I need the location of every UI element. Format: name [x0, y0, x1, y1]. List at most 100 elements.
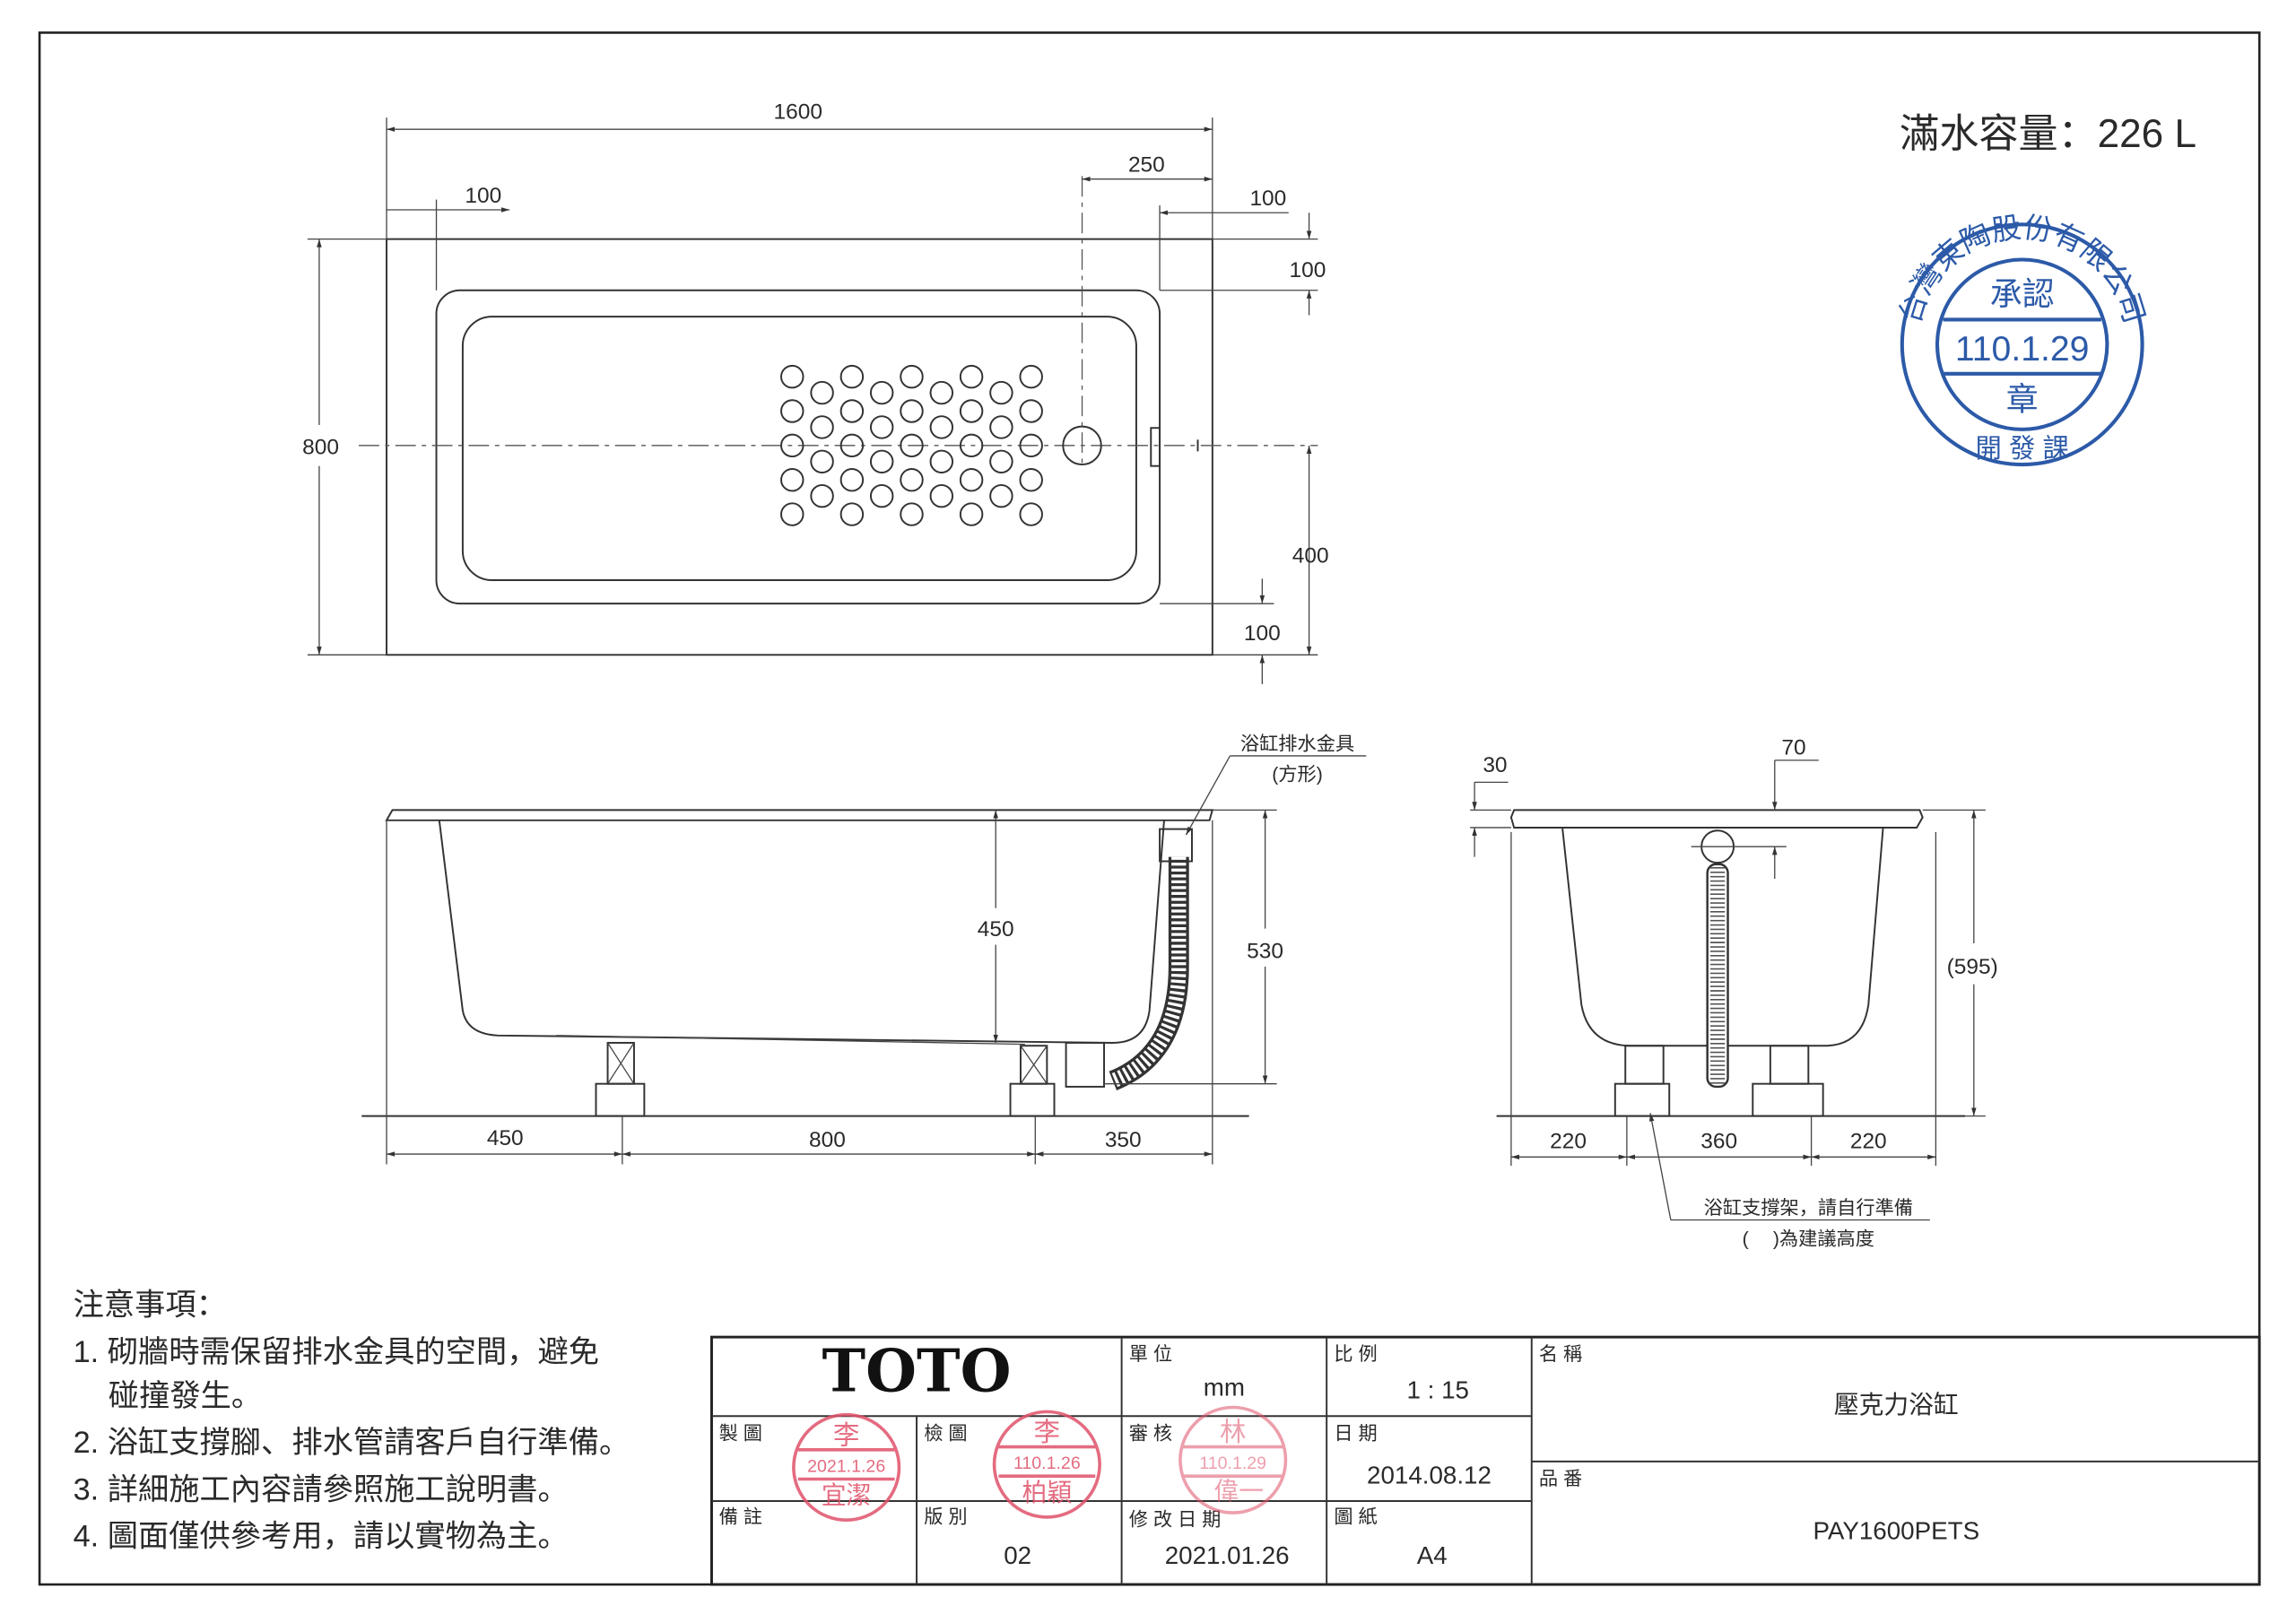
dim-right-offset: 100 [1249, 187, 1286, 211]
anti-slip-dot [1019, 364, 1043, 389]
svg-text:110.1.29: 110.1.29 [1955, 330, 2090, 369]
anti-slip-dot [780, 502, 804, 526]
anti-slip-dot [869, 449, 894, 474]
notes: 注意事項： 1. 砌牆時需保留排水金具的空間，避免 碰撞發生。 2. 浴缸支撐腳… [74, 1289, 631, 1554]
anti-slip-dot [900, 399, 924, 423]
dim-end-middle: 360 [1700, 1130, 1737, 1154]
note-2: 2. 浴缸支撐腳、排水管請客戶自行準備。 [74, 1426, 631, 1460]
svg-text:110.1.26: 110.1.26 [1013, 1454, 1081, 1473]
anti-slip-dot [1019, 467, 1043, 492]
svg-text:開 發 課: 開 發 課 [1975, 434, 2068, 464]
anti-slip-dot [959, 467, 984, 492]
remarks-label: 備 註 [719, 1506, 762, 1527]
drain-fitting-label: 浴缸排水金具 [1240, 733, 1354, 754]
drawn-label: 製 圖 [719, 1422, 762, 1444]
approval-stamp: 台灣東陶股份有限公司 承認 110.1.29 章 開 發 課 [1892, 210, 2152, 467]
dim-side-middle: 800 [809, 1128, 846, 1152]
unit-label: 單 位 [1129, 1343, 1172, 1365]
anti-slip-dot [929, 449, 954, 474]
scale-label: 比 例 [1334, 1343, 1377, 1365]
anti-slip-dot [869, 380, 894, 405]
drain-fitting-sublabel: (方形) [1272, 764, 1323, 785]
anti-slip-dot [959, 433, 984, 458]
dim-depth: 450 [978, 917, 1014, 942]
part-number: PAY1600PETS [1813, 1516, 1979, 1544]
version-value: 02 [1004, 1541, 1031, 1569]
dim-top-offset: 100 [1290, 258, 1326, 282]
anti-slip-dot [780, 467, 804, 492]
dim-side-right: 350 [1105, 1128, 1142, 1152]
support-label: 浴缸支撐架，請自行準備 [1704, 1197, 1913, 1219]
anti-slip-dot [839, 502, 865, 526]
anti-slip-dot [900, 433, 924, 458]
checked-label: 檢 圖 [924, 1422, 967, 1444]
title-block: TOTO 單 位 mm 比 例 1 : 15 名 稱 壓克力浴缸 製 圖 檢 圖… [709, 1335, 2261, 1586]
dim-drain-height: 70 [1781, 735, 1805, 759]
unit-value: mm [1204, 1373, 1245, 1401]
anti-slip-dot [929, 380, 954, 405]
anti-slip-dot [839, 399, 865, 423]
scale-value: 1 : 15 [1407, 1376, 1469, 1404]
anti-slip-dots [780, 364, 1043, 526]
dim-half-width: 400 [1292, 543, 1329, 568]
anti-slip-dot [869, 415, 894, 439]
svg-text:宜潔: 宜潔 [822, 1481, 872, 1509]
paper-label: 圖 紙 [1334, 1506, 1377, 1527]
anti-slip-dot [780, 433, 804, 458]
part-label: 品 番 [1539, 1468, 1582, 1489]
anti-slip-dot [989, 449, 1013, 474]
reviewed-stamp: 林 110.1.29 偉一 [1178, 1405, 1288, 1515]
product-name: 壓克力浴缸 [1834, 1391, 1959, 1419]
svg-text:柏穎: 柏穎 [1022, 1479, 1073, 1506]
anti-slip-dot [929, 415, 954, 439]
end-view: 30 70 (595) 220 360 220 浴缸支撐架，請自行準備 ( )為… [1470, 735, 1998, 1249]
name-label: 名 稱 [1539, 1343, 1582, 1365]
anti-slip-dot [989, 380, 1013, 405]
anti-slip-dot [900, 502, 924, 526]
anti-slip-dot [900, 467, 924, 492]
anti-slip-dot [1019, 433, 1043, 458]
version-label: 版 別 [924, 1506, 967, 1527]
note-4: 4. 圖面僅供參考用，請以實物為主。 [74, 1520, 569, 1554]
note-3: 3. 詳細施工內容請參照施工說明書。 [74, 1472, 569, 1506]
anti-slip-dot [810, 483, 834, 508]
side-view: 浴缸排水金具 (方形) 450 530 450 800 350 [361, 733, 1367, 1165]
anti-slip-dot [810, 415, 834, 439]
toto-logo: TOTO [822, 1338, 1012, 1406]
dim-width: 800 [302, 436, 339, 460]
dim-left-offset: 100 [465, 184, 501, 208]
anti-slip-dot [1019, 502, 1043, 526]
anti-slip-dot [810, 380, 834, 405]
date-label: 日 期 [1334, 1423, 1377, 1444]
date-value: 2014.08.12 [1367, 1461, 1492, 1488]
anti-slip-dot [959, 399, 984, 423]
anti-slip-dot [869, 483, 894, 508]
anti-slip-dot [959, 502, 984, 526]
dim-side-left: 450 [487, 1126, 524, 1150]
svg-text:承認: 承認 [1990, 275, 2055, 312]
anti-slip-dot [989, 415, 1013, 439]
dim-rim: 30 [1483, 753, 1507, 777]
drawn-stamp: 李 2021.1.26 宜潔 [792, 1412, 901, 1523]
dim-height: 530 [1247, 939, 1283, 963]
svg-text:李: 李 [833, 1420, 859, 1450]
revised-value: 2021.01.26 [1165, 1541, 1290, 1569]
svg-text:110.1.29: 110.1.29 [1199, 1454, 1266, 1473]
dim-drain-offset: 250 [1128, 153, 1165, 178]
paper-value: A4 [1417, 1541, 1448, 1569]
capacity-label: 滿水容量：226 L [1900, 112, 2196, 156]
anti-slip-dot [839, 467, 865, 492]
anti-slip-dot [839, 433, 865, 458]
note-1-cont: 碰撞發生。 [109, 1379, 262, 1413]
overflow-icon [1150, 427, 1161, 467]
dim-length: 1600 [774, 100, 822, 125]
anti-slip-dot [839, 364, 865, 389]
drain-pipe-icon [1706, 863, 1729, 1089]
drain-hose-icon [1109, 856, 1189, 1091]
anti-slip-dot [1019, 399, 1043, 423]
anti-slip-dot [780, 399, 804, 423]
svg-text:林: 林 [1220, 1418, 1246, 1447]
note-1: 1. 砌牆時需保留排水金具的空間，避免 [74, 1335, 599, 1369]
dim-end-left: 220 [1550, 1130, 1587, 1154]
